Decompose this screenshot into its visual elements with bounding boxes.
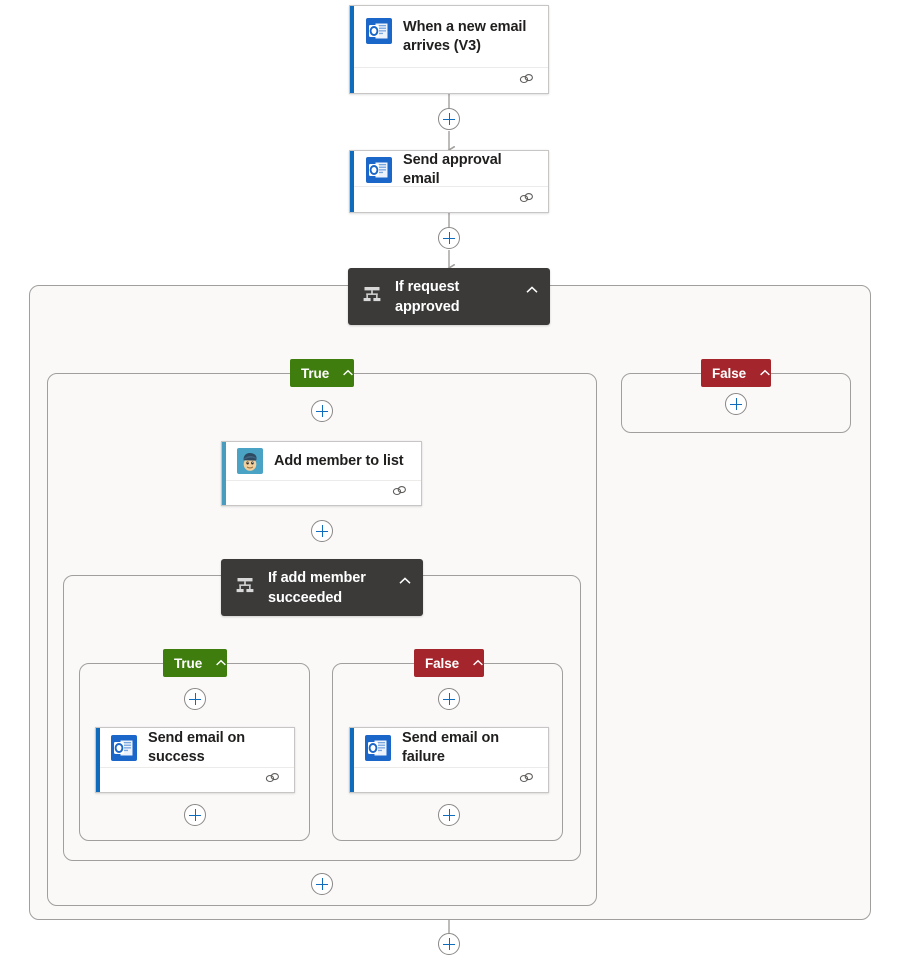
card-accent-stripe [350, 151, 354, 212]
condition-node-if-request-approved[interactable]: If request approved [348, 268, 550, 325]
action-card-title: When a new email arrives (V3) [403, 19, 527, 54]
action-card-send-email-on-failure[interactable]: Send email on failure [349, 727, 549, 793]
chevron-up-icon[interactable] [214, 656, 228, 670]
chevron-up-icon[interactable] [397, 573, 413, 589]
comment-link-icon[interactable] [519, 191, 534, 209]
comment-link-icon[interactable] [519, 72, 534, 90]
branch-badge-label: True [174, 655, 203, 671]
card-footer [226, 480, 421, 505]
action-card-when-a-new-email-arrives[interactable]: When a new email arrives (V3) [349, 5, 549, 94]
add-step-button-outer-true-branch-top[interactable] [311, 400, 333, 422]
add-step-button-inner-false-branch-bottom[interactable] [438, 804, 460, 826]
card-accent-stripe [222, 442, 226, 505]
add-step-button-after-add-member-to-list[interactable] [311, 520, 333, 542]
add-step-button-inner-false-branch-top[interactable] [438, 688, 460, 710]
card-footer [354, 186, 548, 212]
outlook-icon [365, 734, 391, 761]
branch-badge-inner-true[interactable]: True [163, 649, 227, 677]
branch-badge-inner-false[interactable]: False [414, 649, 484, 677]
outlook-icon [366, 18, 392, 44]
card-footer [354, 67, 548, 93]
action-card-title: Send email on success [148, 729, 245, 765]
chevron-up-icon[interactable] [471, 656, 485, 670]
outlook-icon [366, 156, 392, 183]
condition-node-title: If request approved [395, 278, 460, 315]
condition-node-if-add-member-succeeded[interactable]: If add member succeeded [221, 559, 423, 616]
branch-badge-outer-true[interactable]: True [290, 359, 354, 387]
card-accent-stripe [350, 6, 354, 93]
chevron-up-icon[interactable] [758, 366, 772, 380]
add-step-button-end-of-flow[interactable] [438, 933, 460, 955]
card-footer [100, 767, 294, 792]
action-card-add-member-to-list[interactable]: Add member to list [221, 441, 422, 506]
comment-link-icon[interactable] [519, 771, 534, 789]
card-accent-stripe [96, 728, 100, 792]
chevron-up-icon[interactable] [341, 366, 355, 380]
condition-branch-icon [362, 284, 382, 309]
add-step-button-inner-true-branch-bottom[interactable] [184, 804, 206, 826]
add-step-button-after-trigger[interactable] [438, 108, 460, 130]
action-card-title: Send email on failure [402, 729, 499, 765]
comment-link-icon[interactable] [265, 771, 280, 789]
action-card-send-email-on-success[interactable]: Send email on success [95, 727, 295, 793]
action-card-title: Add member to list [274, 452, 404, 469]
mailchimp-icon [237, 448, 263, 474]
branch-badge-label: True [301, 365, 330, 381]
condition-branch-icon [235, 575, 255, 600]
add-step-button-after-send-approval-email[interactable] [438, 227, 460, 249]
card-accent-stripe [350, 728, 354, 792]
outlook-icon [111, 734, 137, 761]
branch-badge-label: False [712, 365, 747, 381]
branch-badge-label: False [425, 655, 460, 671]
action-card-send-approval-email[interactable]: Send approval email [349, 150, 549, 213]
action-card-title: Send approval email [403, 151, 502, 187]
add-step-button-inner-true-branch-top[interactable] [184, 688, 206, 710]
branch-badge-outer-false[interactable]: False [701, 359, 771, 387]
add-step-button-outer-true-branch-bottom[interactable] [311, 873, 333, 895]
chevron-up-icon[interactable] [524, 282, 540, 298]
condition-node-title: If add member succeeded [268, 569, 366, 606]
card-footer [354, 767, 548, 792]
comment-link-icon[interactable] [392, 484, 407, 502]
add-step-button-outer-false-branch[interactable] [725, 393, 747, 415]
